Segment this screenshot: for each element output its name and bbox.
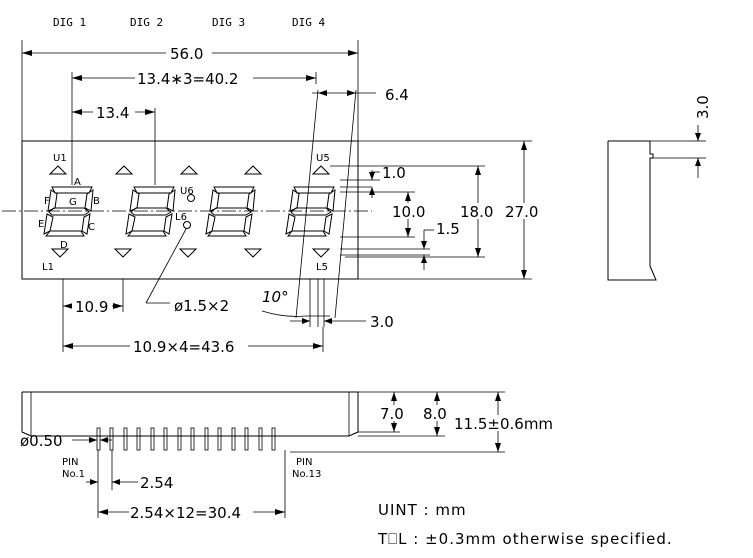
body-h1-text: 7.0 <box>380 405 404 423</box>
digit-1-label: DIG 1 <box>53 16 86 29</box>
dim-tilt-offset: 6.4 <box>295 86 409 319</box>
digit-3 <box>205 186 256 237</box>
seg-a-label: A <box>74 177 81 188</box>
side-view: 3.0 <box>607 95 712 281</box>
pin-pitch-text: 2.54 <box>140 474 173 492</box>
down-triangles <box>50 248 331 258</box>
segment-offset-text: 1.5 <box>436 220 460 238</box>
pin1-label-line2: No.1 <box>62 469 85 480</box>
up-triangles <box>48 165 331 175</box>
l5-label: L5 <box>316 262 328 273</box>
pin-diameter-text: ø0.50 <box>20 432 63 450</box>
bottom-view-body <box>21 391 359 437</box>
digit-height-text: 10.0 <box>392 203 425 221</box>
dim-digit-height: 10.0 <box>340 191 426 238</box>
u6-label: U6 <box>180 186 194 197</box>
l6-label: L6 <box>175 212 187 223</box>
u1-label: U1 <box>53 153 67 164</box>
led-gap-text: 1.0 <box>382 164 406 182</box>
dim-digit-pitch: 13.4 <box>72 104 156 185</box>
seg-d-label: D <box>60 240 68 251</box>
dim-pin-offset: 10.9 <box>62 279 124 352</box>
digit-pitch-text: 13.4 <box>96 104 129 122</box>
tilt-angle-text: 10° <box>262 288 289 306</box>
hole-callout: ø1.5×2 <box>145 228 229 315</box>
pin1-label-line1: PIN <box>62 457 78 468</box>
digit-4 <box>285 186 336 237</box>
u5-label: U5 <box>316 153 330 164</box>
dim-display-height: 18.0 <box>330 165 497 258</box>
seg-e-label: E <box>38 219 44 230</box>
led-u6 <box>187 194 195 202</box>
pin13-label-line2: No.13 <box>292 469 321 480</box>
tolerance-note: T⎕L : ±0.3mm otherwise specified. <box>377 530 673 548</box>
unit-note: UINT : mm <box>378 501 467 519</box>
pin-span-text: 10.9×4=43.6 <box>133 338 234 356</box>
overall-height-text: 27.0 <box>505 203 538 221</box>
pin-total-text: 2.54×12=30.4 <box>130 504 241 522</box>
dim-end-gap: 3.0 <box>290 279 394 331</box>
dim-overall-width: 56.0 <box>21 40 359 141</box>
dim-body-heights: 7.0 8.0 11.5±0.6mm <box>290 391 553 453</box>
body-h2-text: 8.0 <box>423 405 447 423</box>
pin-row <box>96 427 276 451</box>
overall-width-text: 56.0 <box>170 45 203 63</box>
tilt-offset-text: 6.4 <box>385 86 409 104</box>
pin-offset-text: 10.9 <box>75 298 108 316</box>
dim-pin-total: 2.54×12=30.4 <box>98 450 286 522</box>
seg-b-label: B <box>93 196 100 207</box>
l1-label: L1 <box>42 262 54 273</box>
pin13-label-line1: PIN <box>296 457 312 468</box>
led-l6 <box>183 221 191 229</box>
dim-pin-diameter: ø0.50 <box>20 432 112 450</box>
total-height-text: 11.5±0.6mm <box>454 415 553 433</box>
dim-pin-pitch: 2.54 <box>86 450 173 518</box>
digit-4-label: DIG 4 <box>292 16 325 29</box>
digit-1 <box>43 186 94 237</box>
digit-2-label: DIG 2 <box>130 16 163 29</box>
end-gap-text: 3.0 <box>370 313 394 331</box>
digit-3-label: DIG 3 <box>212 16 245 29</box>
display-body-outline <box>21 140 359 280</box>
dim-pin-span: 10.9×4=43.6 <box>63 327 324 356</box>
seg-g-label: G <box>69 197 77 208</box>
seg-f-label: F <box>44 196 50 207</box>
dim-overall-height: 27.0 <box>358 140 547 280</box>
dim-digit-pitch-total: 13.4∗3=40.2 <box>71 69 317 185</box>
digit-2 <box>125 186 176 237</box>
hole-text: ø1.5×2 <box>174 297 229 315</box>
display-height-text: 18.0 <box>460 203 493 221</box>
digit-pitch-total-text: 13.4∗3=40.2 <box>137 70 238 88</box>
dim-segment-offset: 1.5 <box>340 220 460 270</box>
side-thickness-text: 3.0 <box>694 95 712 119</box>
seg-c-label: C <box>88 222 95 233</box>
dim-led-gap: 1.0 <box>340 164 406 198</box>
dim-tilt-angle: 10° <box>261 288 330 317</box>
